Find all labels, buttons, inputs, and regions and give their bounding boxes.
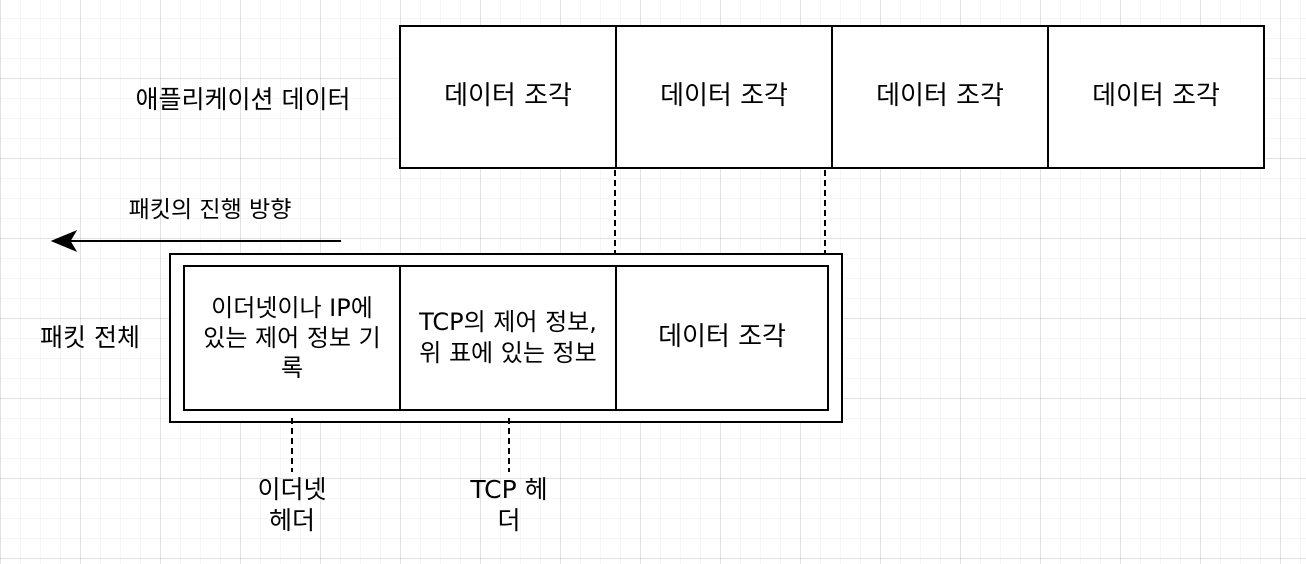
tcp-header-label-line-2: 더 <box>497 506 521 536</box>
app-data-label: 애플리케이션 데이터 <box>135 85 351 114</box>
app-data-fragment-2-text: 데이터 조각 <box>660 81 788 112</box>
packet-cell-link-header: 이더넷이나 IP에 있는 제어 정보 기 록 <box>184 266 400 410</box>
tcp-header-label: TCP 헤 더 <box>444 474 574 537</box>
packet-cell-data: 데이터 조각 <box>616 266 828 410</box>
app-data-fragment-3: 데이터 조각 <box>832 26 1048 168</box>
app-data-fragment-1: 데이터 조각 <box>400 26 616 168</box>
ethernet-header-label: 이더넷 헤더 <box>232 474 352 537</box>
packet-cell-data-text: 데이터 조각 <box>658 322 786 353</box>
ethernet-header-label-line-1: 이더넷 <box>257 475 327 504</box>
direction-label: 패킷의 진행 방향 <box>128 197 292 223</box>
ethernet-header-label-line-2: 헤더 <box>268 506 315 536</box>
packet-cell-tcp-header-line-1: TCP의 제어 정보, <box>419 307 597 336</box>
app-data-fragment-4-text: 데이터 조각 <box>1092 81 1220 112</box>
direction-arrow-head <box>50 229 78 253</box>
app-data-fragment-4: 데이터 조각 <box>1048 26 1264 168</box>
tcp-header-label-line-1: TCP 헤 <box>470 475 548 504</box>
packet-cell-link-header-line-2: 있는 제어 정보 기 <box>203 324 381 352</box>
app-data-fragment-2: 데이터 조각 <box>616 26 832 168</box>
app-data-fragment-3-text: 데이터 조각 <box>876 81 1004 112</box>
packet-cell-tcp-header-line-2: 위 표에 있는 정보 <box>419 339 597 367</box>
packet-cell-link-header-line-3: 록 <box>280 354 304 382</box>
app-data-fragment-1-text: 데이터 조각 <box>444 81 572 112</box>
packet-label: 패킷 전체 <box>40 323 140 352</box>
packet-cell-tcp-header: TCP의 제어 정보, 위 표에 있는 정보 <box>400 266 616 410</box>
packet-cell-link-header-line-1: 이더넷이나 IP에 <box>211 294 373 322</box>
